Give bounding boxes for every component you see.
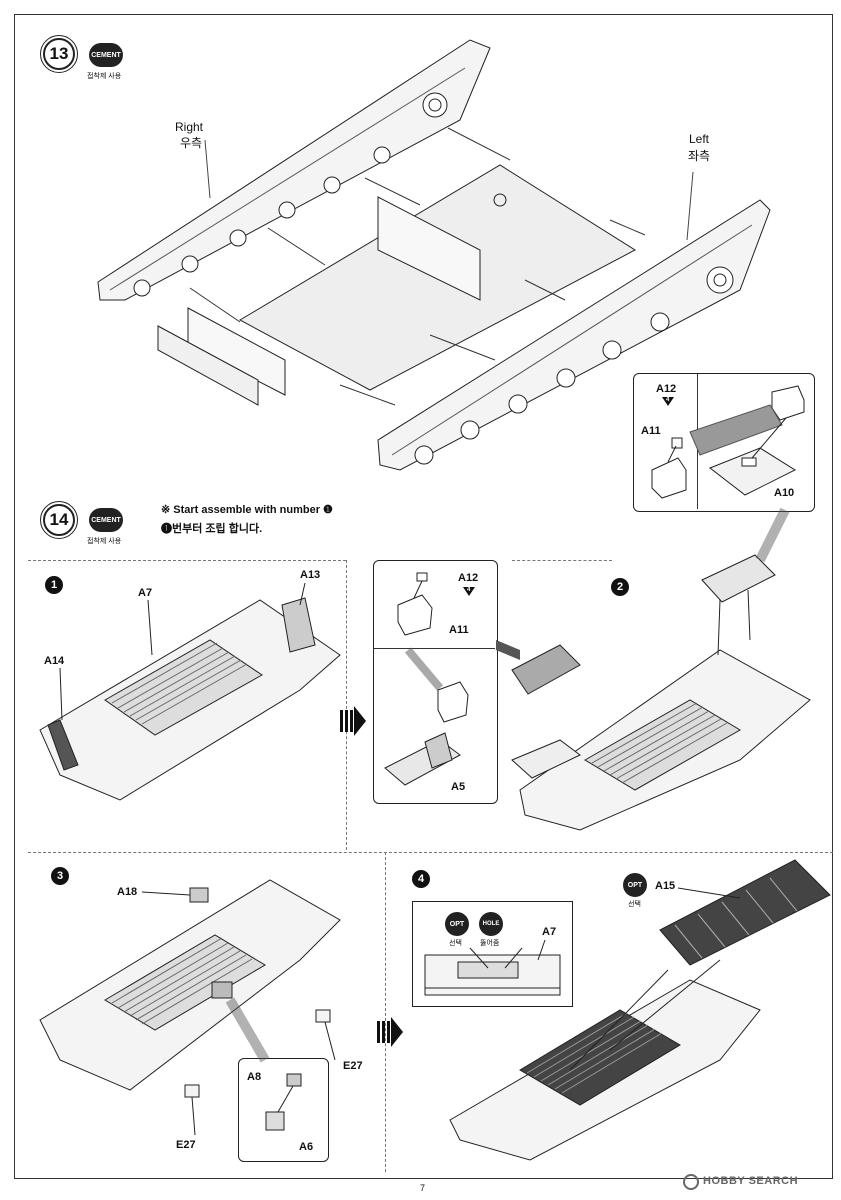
- part-a11-label: A11: [449, 624, 469, 636]
- hole-badge-caption: 뚫어줌: [480, 940, 500, 947]
- section-divider: [512, 560, 612, 561]
- detail-divider: [374, 648, 495, 649]
- section-divider: [28, 852, 833, 853]
- opt-badge: OPT: [623, 873, 647, 897]
- substep2-diagram: [511, 507, 811, 831]
- part-a13-label: A13: [300, 569, 321, 581]
- substep1-diagram: [39, 582, 341, 801]
- part-a7-label: A7: [138, 587, 153, 599]
- step13-hull-diagram: [97, 39, 771, 471]
- substep-1-number: 1: [45, 576, 63, 594]
- part-a6-label: A6: [299, 1141, 314, 1153]
- qty-triangle-icon: [662, 397, 674, 406]
- left-label-ko: 좌측: [688, 149, 711, 163]
- watermark: HOBBY SEARCH: [703, 1175, 799, 1187]
- assembly-note-ko: ❶번부터 조립 합니다.: [161, 523, 263, 535]
- hole-badge: HOLE: [479, 912, 503, 936]
- next-step-arrow-icon: [340, 706, 366, 736]
- part-a7-label: A7: [542, 926, 557, 938]
- substep-2-number: 2: [611, 578, 629, 596]
- right-label-en: Right: [175, 120, 204, 134]
- part-a12-label: A12: [458, 572, 479, 584]
- substep3-detail-box: [238, 1058, 329, 1162]
- section-divider: [28, 560, 346, 561]
- part-a18-label: A18: [117, 886, 138, 898]
- cement-badge-caption: 접착제 사용: [87, 538, 122, 545]
- part-a12-label: A12: [656, 383, 677, 395]
- watermark-logo-icon: [683, 1174, 699, 1190]
- assembly-note-en: ※ Start assemble with number ❶: [161, 504, 333, 516]
- section-divider: [346, 560, 347, 850]
- substep-detail-parts: [384, 572, 581, 786]
- step-13-number: 13: [40, 35, 78, 73]
- opt-badge-caption: 선택: [628, 901, 641, 908]
- part-e27-label-left: E27: [176, 1139, 196, 1151]
- right-label-ko: 우측: [180, 136, 203, 150]
- part-a14-label: A14: [44, 655, 65, 667]
- cement-badge: CEMENT: [89, 508, 123, 532]
- part-a8-label: A8: [247, 1071, 262, 1083]
- section-divider: [385, 852, 386, 1172]
- step-14-number: 14: [40, 501, 78, 539]
- page-frame: [14, 14, 833, 1179]
- part-a12-qty: 4: [467, 587, 471, 593]
- opt-badge-caption: 선택: [449, 940, 462, 947]
- part-a11-label: A11: [641, 425, 661, 437]
- part-e27-label-right: E27: [343, 1060, 363, 1072]
- substep-3-number: 3: [51, 867, 69, 885]
- cement-badge-caption: 접착제 사용: [87, 73, 122, 80]
- part-a10-label: A10: [774, 487, 795, 499]
- qty-triangle-icon: [463, 587, 475, 596]
- substep-4-number: 4: [412, 870, 430, 888]
- opt-badge: OPT: [445, 912, 469, 936]
- part-a15-label: A15: [655, 880, 676, 892]
- step13-inset-parts: [651, 385, 805, 499]
- part-a5-label: A5: [451, 781, 466, 793]
- cement-badge: CEMENT: [89, 43, 123, 67]
- next-step-arrow-icon: [377, 1017, 403, 1047]
- page-number: 7: [420, 1183, 426, 1193]
- left-label-en: Left: [689, 132, 710, 146]
- part-a12-qty: 4: [666, 397, 670, 403]
